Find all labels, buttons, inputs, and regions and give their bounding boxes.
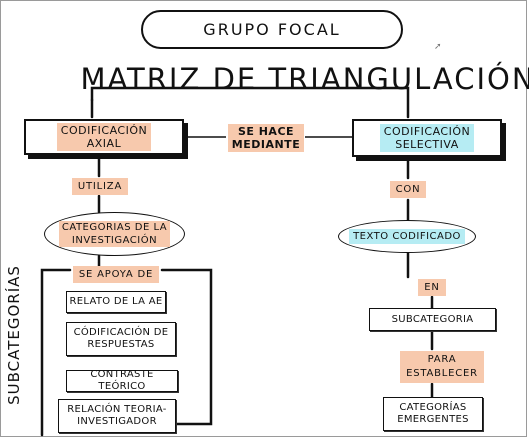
mouse-pointer-icon: ➚ <box>434 42 442 52</box>
subcategory-item-2-line-2: RESPUESTAS <box>87 339 155 350</box>
group-focal-label: GRUPO FOCAL <box>203 20 341 39</box>
subcategory-item-4-text: RELACIÓN TEORIA- INVESTIGADOR <box>67 404 166 428</box>
uses-connector: UTILIZA <box>67 176 133 196</box>
emerging-categories-text: CATEGORÍAS EMERGENTES <box>397 402 469 426</box>
link-label-line-1: SE HACE <box>237 125 295 138</box>
research-categories-label: CATEGORIAS DE LA INVESTIGACIÓN <box>58 221 171 247</box>
research-categories-oval: CATEGORIAS DE LA INVESTIGACIÓN <box>44 212 185 256</box>
relies-on-connector-text: SE APOYA DE <box>72 265 160 283</box>
subcategories-side-label: SUBCATEGORÍAS <box>5 265 23 405</box>
coded-text-oval: TEXTO CODIFICADO <box>338 220 476 253</box>
emerging-categories-line-1: CATEGORÍAS <box>399 402 467 413</box>
subcategory-item-3-text: CONTRASTE TEÓRICO <box>90 369 154 392</box>
axial-coding-box: CODIFICACIÓN AXIAL <box>24 119 184 155</box>
page-title: MATRIZ DE TRIANGULACIÓN <box>80 62 529 96</box>
relies-on-connector: SE APOYA DE <box>70 264 162 284</box>
axial-coding-line-1: CODIFICACIÓN <box>60 124 148 137</box>
with-connector-text: CON <box>389 180 427 198</box>
to-establish-line-1: PARA <box>427 353 457 365</box>
subcategory-item-2: CÓDIFICACIÓN DE RESPUESTAS <box>66 322 176 356</box>
subcategory-item-2-line-1: CÓDIFICACIÓN DE <box>73 327 169 338</box>
subcategory-item-1: RELATO DE LA AE <box>66 291 166 313</box>
uses-connector-text: UTILIZA <box>71 177 129 195</box>
research-categories-line-2: INVESTIGACIÓN <box>71 235 158 246</box>
selective-coding-box: CODIFICACIÓN SELECTIVA <box>352 119 502 157</box>
selective-coding-line-2: SELECTIVA <box>395 138 459 151</box>
subcategory-bracket <box>40 268 72 437</box>
to-establish-line-2: ESTABLECER <box>406 367 478 379</box>
coded-text-label: TEXTO CODIFICADO <box>349 229 465 244</box>
subcategory-box-text: SUBCATEGORIA <box>391 313 474 325</box>
link-label: SE HACE MEDIANTE <box>226 121 306 155</box>
research-categories-line-1: CATEGORIAS DE LA <box>61 222 168 233</box>
emerging-categories-box: CATEGORÍAS EMERGENTES <box>383 397 483 431</box>
link-label-text: SE HACE MEDIANTE <box>227 124 305 152</box>
axial-coding-label: CODIFICACIÓN AXIAL <box>56 123 152 151</box>
in-connector-text: EN <box>418 278 446 296</box>
link-label-line-2: MEDIANTE <box>231 138 301 151</box>
selective-coding-line-1: CODIFICACIÓN <box>383 125 471 138</box>
subcategory-item-3: CONTRASTE TEÓRICO <box>66 369 178 392</box>
to-establish-connector-text: PARA ESTABLECER <box>400 350 484 383</box>
top-bracket-line <box>90 86 410 119</box>
subcategory-item-2-text: CÓDIFICACIÓN DE RESPUESTAS <box>74 327 169 351</box>
in-connector: EN <box>414 277 450 297</box>
to-establish-connector: PARA ESTABLECER <box>398 349 486 384</box>
subcategory-item-4: RELACIÓN TEORIA- INVESTIGADOR <box>58 399 176 433</box>
subcategory-item-4-line-1: RELACIÓN TEORIA- <box>67 404 167 415</box>
subcategory-box: SUBCATEGORIA <box>369 308 496 331</box>
emerging-categories-line-2: EMERGENTES <box>397 414 469 425</box>
subcategory-bracket-right <box>160 268 213 426</box>
subcategory-item-4-line-2: INVESTIGADOR <box>77 416 157 427</box>
group-focal-pill: GRUPO FOCAL <box>141 10 403 49</box>
axial-coding-line-2: AXIAL <box>86 137 122 150</box>
selective-coding-label: CODIFICACIÓN SELECTIVA <box>379 124 475 152</box>
subcategory-item-1-text: RELATO DE LA AE <box>69 296 163 307</box>
with-connector: CON <box>388 178 428 200</box>
